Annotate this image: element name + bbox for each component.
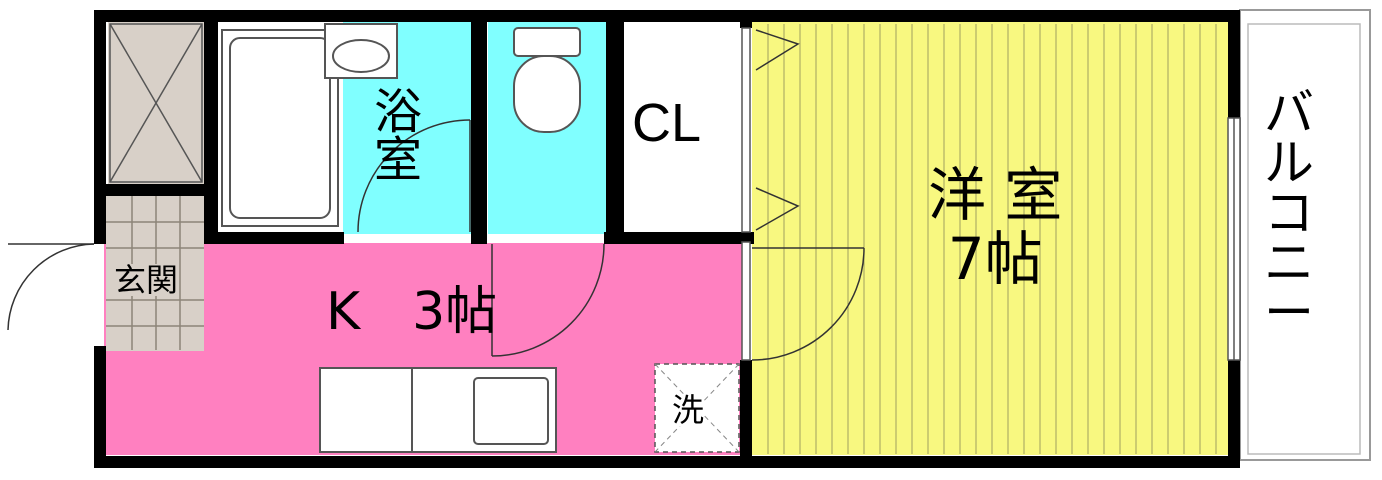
flooring-stripes (767, 24, 1217, 454)
door-swings (7, 29, 865, 361)
kitchen-counter (319, 367, 557, 453)
bath-label-line1: 浴 (374, 84, 423, 140)
toilet (513, 27, 581, 133)
western-room-fill (752, 22, 1228, 455)
bathtub (221, 29, 339, 227)
closet-door-track (741, 27, 751, 233)
closet-label: CL (632, 93, 702, 153)
balcony-char-3: コ (1264, 184, 1314, 242)
balcony-char-4: ニ (1264, 234, 1314, 292)
balcony-char-5: ー (1264, 284, 1314, 342)
balcony-char-1: バ (1264, 84, 1314, 142)
western-room-label: 洋 室 7帖 (928, 166, 1062, 288)
bath-label-line2: 室 (374, 132, 423, 188)
balcony-char-2: ル (1264, 134, 1314, 192)
balcony (1239, 9, 1371, 461)
partition (741, 241, 751, 361)
storage-cross (109, 23, 203, 183)
kitchen-label: K 3帖 (326, 282, 498, 342)
western-room-label-line2: 7帖 (947, 225, 1043, 293)
closet-fill (624, 22, 742, 234)
bath-label: 浴 室 (374, 88, 422, 184)
western-room-label-line1: 洋 室 (928, 161, 1063, 229)
genkan-label: 玄関 (114, 261, 179, 299)
walls (94, 10, 1240, 468)
washer-label: 洗 (672, 391, 705, 429)
wash-basin (324, 23, 398, 79)
balcony-window (1227, 117, 1241, 361)
balcony-label: バ ル コ ニ ー (1264, 88, 1314, 338)
